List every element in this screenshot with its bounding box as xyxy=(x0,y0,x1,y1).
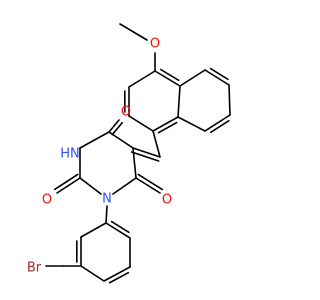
c6-o6-main-a xyxy=(135,177,149,187)
nap-c4a-c4-second xyxy=(159,68,180,82)
c6-o6-second-b xyxy=(149,181,164,191)
nap-c7-c8-main xyxy=(204,114,231,132)
nap-c7-c8-second xyxy=(209,119,230,134)
c4-o4-main-a xyxy=(108,125,115,133)
nap-c4a-c5 xyxy=(179,69,206,87)
bromine-label: Br xyxy=(27,261,42,276)
n1-label: N xyxy=(102,192,112,207)
nap-c6-c7 xyxy=(228,84,231,116)
c2-n1-b xyxy=(89,185,102,195)
nap-c5-c6-second xyxy=(209,67,229,81)
n1-aryl-b xyxy=(105,213,108,224)
carbonyl-oxygen-2-label: O xyxy=(42,193,52,208)
c2-o2-second-a xyxy=(65,173,79,183)
n1-c6-b xyxy=(123,177,137,187)
carbonyl-oxygen-6-label: O xyxy=(162,193,172,208)
nap-c1-c8a-second xyxy=(157,121,178,134)
c4-o4-second-a xyxy=(111,127,119,136)
ph-c6-c1-main xyxy=(105,222,131,239)
ch-c5-main xyxy=(132,147,161,158)
c4-o4-main-b xyxy=(113,119,120,127)
carbonyl-oxygen-4-label: O xyxy=(121,105,131,120)
methyl-o-b xyxy=(132,31,148,41)
c4-o4-second-b xyxy=(116,121,124,130)
nap-c2-c1 xyxy=(128,115,154,132)
n1-c6-a xyxy=(112,185,126,195)
nap-c5-c6-main xyxy=(204,69,230,86)
ph-c4-c5-main xyxy=(103,266,131,282)
nh-label: HN xyxy=(60,147,80,162)
ph-c3-c4 xyxy=(80,265,105,282)
nap-c8a-c4a xyxy=(177,85,181,118)
ch-c5-second xyxy=(130,151,160,162)
methoxy-oxygen-label: O xyxy=(150,37,160,52)
nap-c4a-c4-main xyxy=(154,70,181,87)
nap-c4-c3 xyxy=(128,70,156,88)
structure-svg: O O HN O N O Br xyxy=(27,23,231,284)
methyl-o-a xyxy=(119,23,135,33)
molecule-diagram: O O HN O N O Br xyxy=(27,23,231,284)
ph-c4-c5-second xyxy=(108,271,130,284)
c6-o6-second-a xyxy=(137,173,152,183)
nap-c8-c8a xyxy=(177,116,206,132)
c6-c5 xyxy=(132,147,137,179)
nap-c1-c8a-main xyxy=(152,116,179,132)
c2-o2-main-b xyxy=(56,184,70,194)
c6-o6-main-b xyxy=(147,184,161,194)
c2-n1-a xyxy=(79,177,92,187)
bonds xyxy=(45,23,231,284)
c1-ch xyxy=(152,130,161,158)
ph-c6-c1-second xyxy=(110,220,130,234)
c4-n3-a xyxy=(93,131,110,141)
c2-o2-second-b xyxy=(53,181,68,191)
n1-aryl-a xyxy=(105,205,108,216)
c4-n3-b xyxy=(79,139,96,149)
c2-o2-main-a xyxy=(67,177,81,187)
ph-c1-c2 xyxy=(80,222,107,238)
